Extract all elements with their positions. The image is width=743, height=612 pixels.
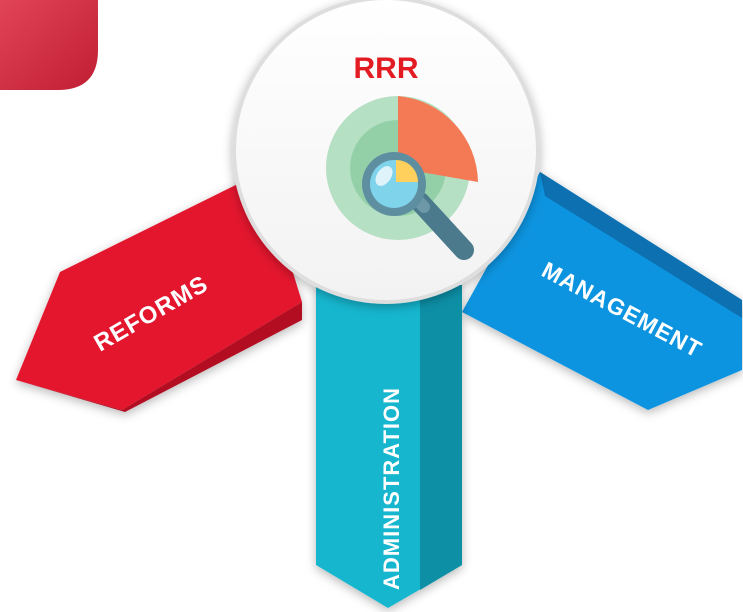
corner-tab <box>0 0 98 90</box>
administration-arrow-side <box>420 285 462 590</box>
lens-glare <box>375 166 393 186</box>
pie-slice <box>398 96 478 182</box>
management-arrow <box>462 172 742 410</box>
reforms-arrow-side <box>16 302 302 412</box>
administration-arrow <box>316 285 462 608</box>
diagram-title: RRR <box>354 52 419 85</box>
management-arrow-side <box>540 172 742 318</box>
magnifier-chart-icon <box>326 96 478 260</box>
lens-yellow-slice <box>396 160 418 182</box>
administration-label: ADMINISTRATION <box>379 387 404 590</box>
management-arrow-face <box>462 172 742 410</box>
reforms-arrow-face <box>16 172 302 410</box>
reforms-arrow <box>16 172 302 412</box>
